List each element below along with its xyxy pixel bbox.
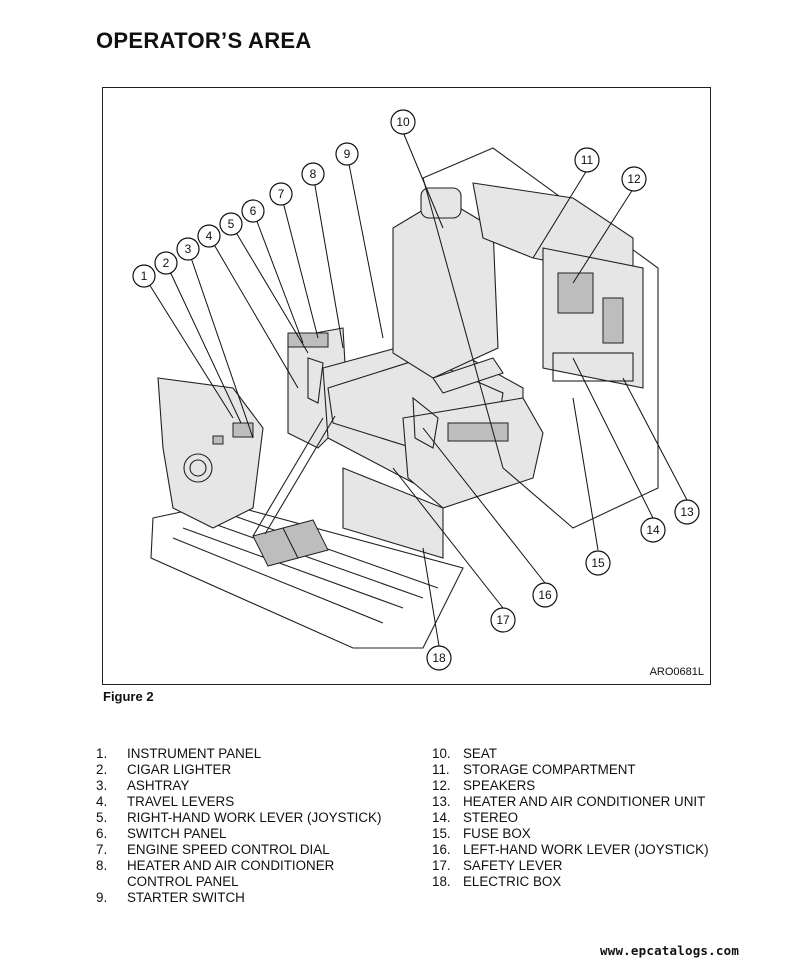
legend-right-column: 10.SEAT 11.STORAGE COMPARTMENT 12.SPEAKE… [432,746,732,890]
svg-text:18: 18 [432,651,446,665]
legend-item: 6.SWITCH PANEL [96,826,227,841]
svg-text:10: 10 [396,115,410,129]
figure-caption: Figure 2 [103,689,154,704]
callout-7: 7 [269,182,293,206]
callout-3: 3 [176,237,200,261]
legend-item: 2.CIGAR LIGHTER [96,762,232,777]
armrest [432,357,504,394]
svg-text:16: 16 [538,588,552,602]
left-switches [447,422,509,442]
svg-text:7: 7 [278,187,285,201]
figure-code: ARO0681L [649,666,704,678]
callout-17: 17 [490,607,516,633]
legend-item: 18.ELECTRIC BOX [432,874,562,889]
legend-item: 10.SEAT [432,746,497,761]
page-title: OPERATOR’S AREA [96,28,312,53]
rear-wall [422,147,659,529]
callout-16: 16 [532,582,558,608]
footer-url: www.epcatalogs.com [600,943,740,958]
legend-item: 9.STARTER SWITCH [96,890,245,905]
left-console [157,377,264,529]
headrest [420,187,462,219]
figure-illustration: 1 2 3 4 5 6 7 8 9 10 11 12 13 14 15 16 1… [102,87,711,685]
callout-5: 5 [219,212,243,236]
travel-pedal-right [282,519,329,559]
svg-text:9: 9 [344,147,351,161]
callout-10: 10 [390,109,416,135]
callout-6: 6 [241,199,265,223]
callout-13: 13 [674,499,700,525]
legend-item: 8.HEATER AND AIR CONDITIONER [96,858,335,873]
legend-item: 7.ENGINE SPEED CONTROL DIAL [96,842,330,857]
svg-text:5: 5 [228,217,235,231]
callout-9: 9 [335,142,359,166]
svg-text:1: 1 [141,269,148,283]
legend-item: 16.LEFT-HAND WORK LEVER (JOYSTICK) [432,842,709,857]
callout-12: 12 [621,166,647,192]
left-joystick-drawing [412,396,439,449]
rear-panel [542,247,644,389]
legend-item: 12.SPEAKERS [432,778,536,793]
svg-text:3: 3 [185,242,192,256]
legend-item-continuation: CONTROL PANEL [127,874,239,889]
svg-text:6: 6 [250,204,257,218]
legend-item: 14.STEREO [432,810,519,825]
svg-text:12: 12 [627,172,641,186]
right-joystick-drawing [307,357,324,404]
operator-area-drawing: 1 2 3 4 5 6 7 8 9 10 11 12 13 14 15 16 1… [132,109,700,671]
svg-text:8: 8 [310,167,317,181]
legend-item: 15.FUSE BOX [432,826,531,841]
callout-15: 15 [585,550,611,576]
svg-text:4: 4 [206,229,213,243]
svg-text:15: 15 [591,556,605,570]
legend-left-column: 1.INSTRUMENT PANEL 2.CIGAR LIGHTER 3.ASH… [96,746,416,906]
legend-item: 17.SAFETY LEVER [432,858,563,873]
svg-text:2: 2 [163,256,170,270]
callout-11: 11 [574,147,600,173]
fuse-box-drawing [552,352,634,382]
legend-item: 1.INSTRUMENT PANEL [96,746,262,761]
callout-2: 2 [154,251,178,275]
callout-8: 8 [301,162,325,186]
legend-item: 11.STORAGE COMPARTMENT [432,762,636,777]
svg-text:14: 14 [646,523,660,537]
callout-14: 14 [640,517,666,543]
svg-text:11: 11 [581,153,594,167]
callout-4: 4 [197,224,221,248]
svg-text:17: 17 [496,613,510,627]
callout-leaders [143,131,688,647]
svg-text:13: 13 [680,505,694,519]
electric-box-drawing [342,467,444,559]
callout-18: 18 [426,645,452,671]
legend-item: 5.RIGHT-HAND WORK LEVER (JOYSTICK) [96,810,382,825]
legend-item: 13.HEATER AND AIR CONDITIONER UNIT [432,794,706,809]
legend-item: 3.ASHTRAY [96,778,190,793]
callout-1: 1 [132,264,156,288]
switch-panel-drawing [287,332,329,348]
legend-item: 4.TRAVEL LEVERS [96,794,235,809]
